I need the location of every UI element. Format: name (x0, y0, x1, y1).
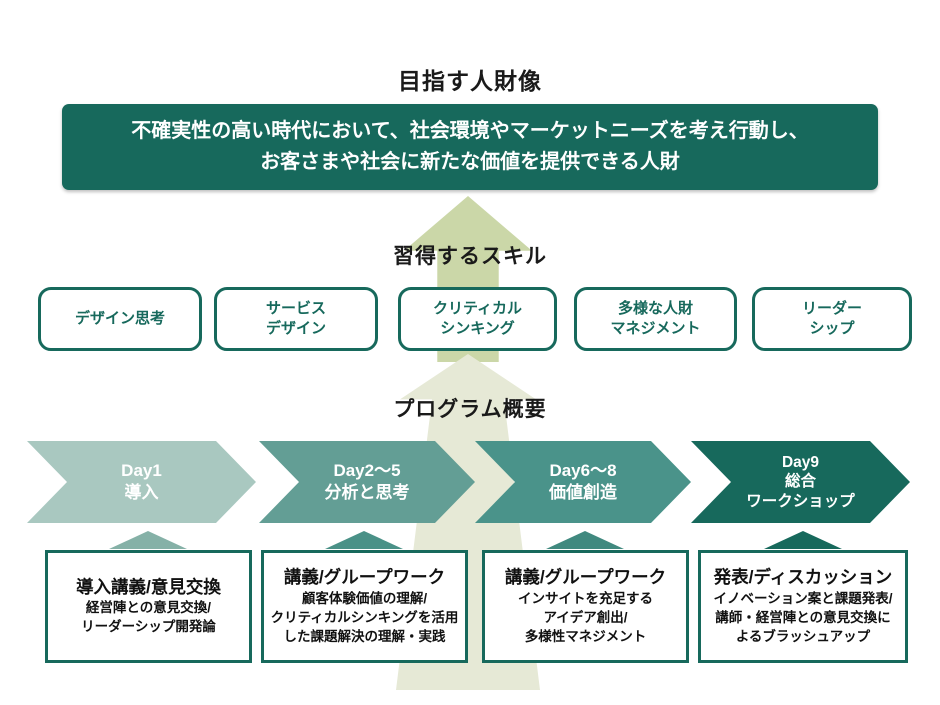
phase-detail-box-day1: 導入講義/意見交換 経営陣との意見交換/ リーダーシップ開発論 (45, 550, 252, 663)
up-triangle-icon (546, 531, 624, 549)
up-triangle-icon (325, 531, 403, 549)
detail-title: 導入講義/意見交換 (76, 576, 221, 597)
skill-box-service-design: サービス デザイン (214, 287, 378, 351)
detail-body: 顧客体験価値の理解/ クリティカルシンキングを活用 した課題解決の理解・実践 (270, 591, 459, 644)
phase-detail-box-day2-5: 講義/グループワーク 顧客体験価値の理解/ クリティカルシンキングを活用 した課… (261, 550, 468, 663)
phase-chevron-day2-5: Day2〜5 分析と思考 (259, 441, 475, 523)
phase-detail-box-day9: 発表/ディスカッション イノベーション案と課題発表/ 講師・経営陣との意見交換に… (698, 550, 908, 663)
detail-title: 講義/グループワーク (504, 567, 667, 588)
page-title: 目指す人財像 (398, 68, 542, 94)
phase-chevron-day9: Day9 総合 ワークショップ (691, 441, 910, 523)
skill-box-critical-thinking: クリティカル シンキング (398, 287, 557, 351)
phase-chevron-day1: Day1 導入 (27, 441, 256, 523)
phase-detail-box-day6-8: 講義/グループワーク インサイトを充足する アイデア創出/ 多様性マネジメント (482, 550, 689, 663)
skills-heading: 習得するスキル (393, 245, 547, 268)
detail-title: 講義/グループワーク (283, 567, 446, 588)
skill-box-diverse-talent-management: 多様な人財 マネジメント (574, 287, 737, 351)
goal-statement: 不確実性の高い時代において、社会環境やマーケットニーズを考え行動し、 お客さまや… (131, 120, 809, 173)
goal-banner: 不確実性の高い時代において、社会環境やマーケットニーズを考え行動し、 お客さまや… (62, 104, 878, 190)
detail-title: 発表/ディスカッション (713, 567, 893, 588)
skill-box-design-thinking: デザイン思考 (38, 287, 202, 351)
detail-body: イノベーション案と課題発表/ 講師・経営陣との意見交換に よるブラッシュアップ (713, 591, 893, 644)
program-heading: プログラム概要 (393, 398, 547, 421)
detail-body: 経営陣との意見交換/ リーダーシップ開発論 (81, 600, 216, 635)
detail-body: インサイトを充足する アイデア創出/ 多様性マネジメント (518, 591, 653, 644)
up-triangle-icon (109, 531, 187, 549)
up-triangle-icon (764, 531, 842, 549)
skill-box-leadership: リーダー シップ (752, 287, 912, 351)
